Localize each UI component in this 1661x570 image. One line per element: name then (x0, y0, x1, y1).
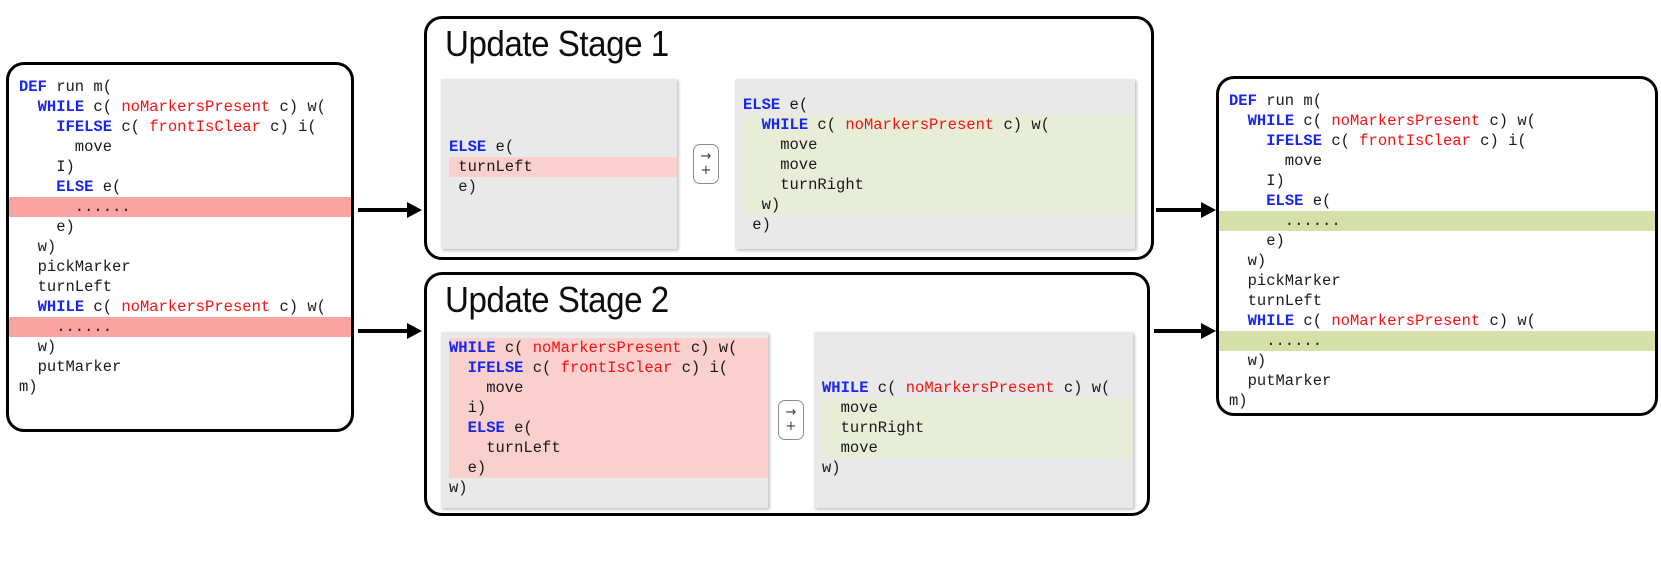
stage1-before-card: ELSE e( turnLeft e) (441, 79, 677, 249)
stage2-before-card: WHILE c( noMarkersPresent c) w( IFELSE c… (441, 332, 768, 508)
code-line: I) (1229, 172, 1285, 190)
input-program-panel: DEF run m( WHILE c( noMarkersPresent c) … (6, 62, 354, 432)
code-line: pickMarker (19, 258, 131, 276)
code-line: w) (821, 459, 841, 477)
code-line: turnRight (821, 418, 1133, 438)
update-stage-1-panel: Update Stage 1 ELSE e( turnLeft e) → + E… (424, 16, 1154, 260)
stage-1-title: Update Stage 1 (445, 23, 669, 64)
code-line: putMarker (1229, 372, 1332, 390)
code-line: pickMarker (1229, 272, 1341, 290)
arrow-right-icon: → (785, 405, 797, 420)
arrow-right-icon: → (700, 149, 712, 164)
code-line: w) (743, 195, 1135, 215)
stage2-after-card: WHILE c( noMarkersPresent c) w( move tur… (813, 332, 1133, 508)
output-program-code: DEF run m( WHILE c( noMarkersPresent c) … (1219, 79, 1655, 411)
stage1-after-card: ELSE e( WHILE c( noMarkersPresent c) w( … (735, 79, 1135, 249)
code-line: WHILE c( noMarkersPresent c) w( (743, 115, 1135, 135)
output-program-panel: DEF run m( WHILE c( noMarkersPresent c) … (1216, 76, 1658, 416)
code-line: m) (19, 378, 38, 396)
code-line: WHILE c( noMarkersPresent c) w( (1247, 112, 1536, 130)
code-line: e) (1229, 232, 1285, 250)
code-line: WHILE c( noMarkersPresent c) w( (1247, 312, 1536, 330)
code-line: move (1229, 152, 1323, 170)
code-line: ELSE e( (56, 178, 122, 196)
code-line: WHILE c( noMarkersPresent c) w( (37, 298, 326, 316)
code-line: e) (743, 216, 771, 234)
code-line: IFELSE c( frontIsClear c) i( (1266, 132, 1527, 150)
code-line: w) (449, 479, 468, 497)
arrow-input-to-stage2-icon (358, 322, 422, 340)
code-line: move (19, 138, 113, 156)
stage2-apply-edit-button[interactable]: → + (777, 400, 804, 440)
code-line: turnLeft (1229, 292, 1323, 310)
stage1-apply-edit-button[interactable]: → + (693, 144, 719, 184)
code-line: I) (19, 158, 75, 176)
code-line: ...... (1219, 211, 1655, 231)
code-line: w) (1229, 352, 1267, 370)
plus-icon: + (785, 419, 797, 434)
code-line: w) (19, 338, 57, 356)
arrow-stage1-to-output-icon (1156, 201, 1216, 219)
code-line: ...... (9, 317, 351, 337)
code-line: move (821, 438, 1133, 458)
code-line: ELSE e( (1266, 192, 1332, 210)
stage-2-title: Update Stage 2 (445, 279, 669, 320)
code-line: turnLeft (449, 438, 768, 458)
code-line: IFELSE c( frontIsClear c) i( (449, 358, 768, 378)
code-line: ...... (1219, 331, 1655, 351)
code-line: move (743, 155, 1135, 175)
code-line: move (449, 378, 768, 398)
code-line: ELSE e( (449, 418, 768, 438)
input-program-code: DEF run m( WHILE c( noMarkersPresent c) … (9, 65, 351, 397)
code-line: w) (1229, 252, 1267, 270)
code-line: DEF run m( (1229, 92, 1323, 110)
code-line: e) (449, 178, 477, 196)
code-line: WHILE c( noMarkersPresent c) w( (449, 338, 768, 358)
code-line: move (821, 398, 1133, 418)
code-line: IFELSE c( frontIsClear c) i( (56, 118, 317, 136)
code-line: turnLeft (449, 157, 677, 177)
code-line: turnRight (743, 175, 1135, 195)
code-line: DEF run m( (19, 78, 113, 96)
code-line: m) (1229, 392, 1248, 410)
arrow-input-to-stage1-icon (358, 201, 422, 219)
code-line: ...... (9, 197, 351, 217)
code-line: WHILE c( noMarkersPresent c) w( (821, 379, 1111, 397)
code-line: e) (449, 458, 768, 478)
code-line: ELSE e( (743, 96, 809, 114)
code-line: w) (19, 238, 57, 256)
code-line: putMarker (19, 358, 122, 376)
code-line: i) (449, 398, 768, 418)
code-line: e) (19, 218, 75, 236)
code-line: WHILE c( noMarkersPresent c) w( (37, 98, 326, 116)
code-line: move (743, 135, 1135, 155)
code-line: ELSE e( (449, 138, 515, 156)
code-line: turnLeft (19, 278, 113, 296)
arrow-stage2-to-output-icon (1154, 322, 1216, 340)
plus-icon: + (700, 163, 712, 178)
update-stage-2-panel: Update Stage 2 WHILE c( noMarkersPresent… (424, 272, 1150, 516)
